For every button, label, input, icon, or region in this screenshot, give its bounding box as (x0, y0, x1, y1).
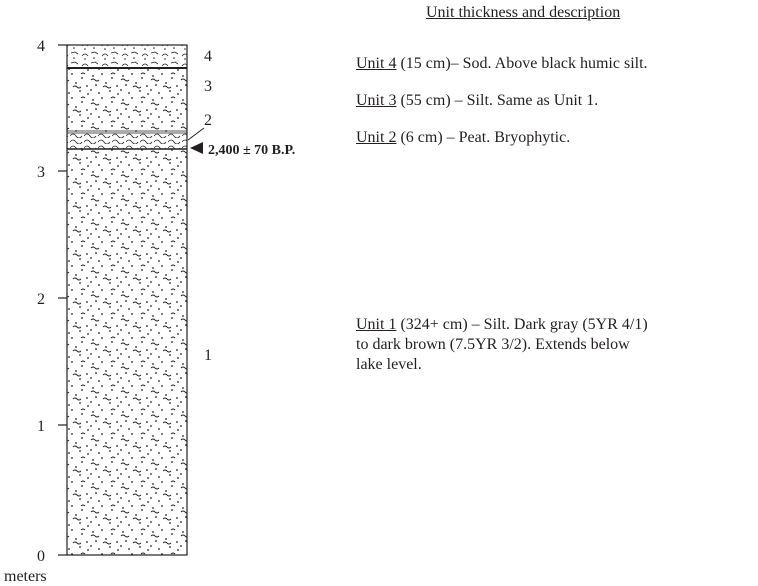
unit-number-2: 2 (204, 112, 212, 129)
unit-number-3: 3 (204, 78, 212, 95)
unit-number-4: 4 (204, 48, 212, 65)
unit-4-description: Unit 4 (15 cm)– Sod. Above black humic s… (356, 54, 648, 74)
unit-1-line-2: to dark brown (7.5YR 3/2). Extends below (356, 336, 630, 353)
column-outline (66, 44, 188, 556)
unit-4-name: Unit 4 (356, 55, 397, 72)
unit-1-layer (67, 149, 187, 555)
unit-2-description: Unit 2 (6 cm) – Peat. Bryophytic. (356, 128, 570, 148)
unit-3-name: Unit 3 (356, 92, 397, 109)
unit-3-layer (67, 68, 187, 132)
layer-boundaries (66, 44, 188, 556)
axis-unit-label: meters (4, 568, 47, 585)
unit-1-text-1: (324+ cm) – Silt. Dark gray (5YR 4/1) (396, 316, 648, 333)
unit-2-leader-line (187, 127, 205, 141)
column-layers (67, 45, 187, 555)
axis-label-2: 2 (37, 291, 45, 308)
unit-3-description: Unit 3 (55 cm) – Silt. Same as Unit 1. (356, 91, 598, 111)
axis-label-1: 1 (37, 418, 45, 435)
unit-1-name: Unit 1 (356, 316, 397, 333)
depth-axis (58, 44, 67, 556)
unit-2-layer (67, 132, 187, 149)
axis-label-4: 4 (37, 38, 45, 55)
unit-4-layer (67, 45, 187, 68)
description-heading: Unit thickness and description (426, 4, 621, 21)
unit-number-1: 1 (204, 347, 212, 364)
unit-3-text: (55 cm) – Silt. Same as Unit 1. (396, 92, 599, 109)
date-marker-label: 2,400 ± 70 B.P. (208, 143, 295, 158)
unit-1-line-1: Unit 1 (324+ cm) – Silt. Dark gray (5YR … (356, 315, 648, 335)
unit-1-line-3: lake level. (356, 356, 422, 373)
date-arrow-icon (190, 142, 203, 154)
unit-4-text: (15 cm)– Sod. Above black humic silt. (396, 55, 648, 72)
axis-label-3: 3 (37, 164, 45, 181)
axis-label-0: 0 (37, 548, 45, 565)
unit-2-text: (6 cm) – Peat. Bryophytic. (396, 129, 571, 146)
unit-2-name: Unit 2 (356, 129, 397, 146)
unit-1-description: Unit 1 (324+ cm) – Silt. Dark gray (5YR … (356, 315, 648, 375)
